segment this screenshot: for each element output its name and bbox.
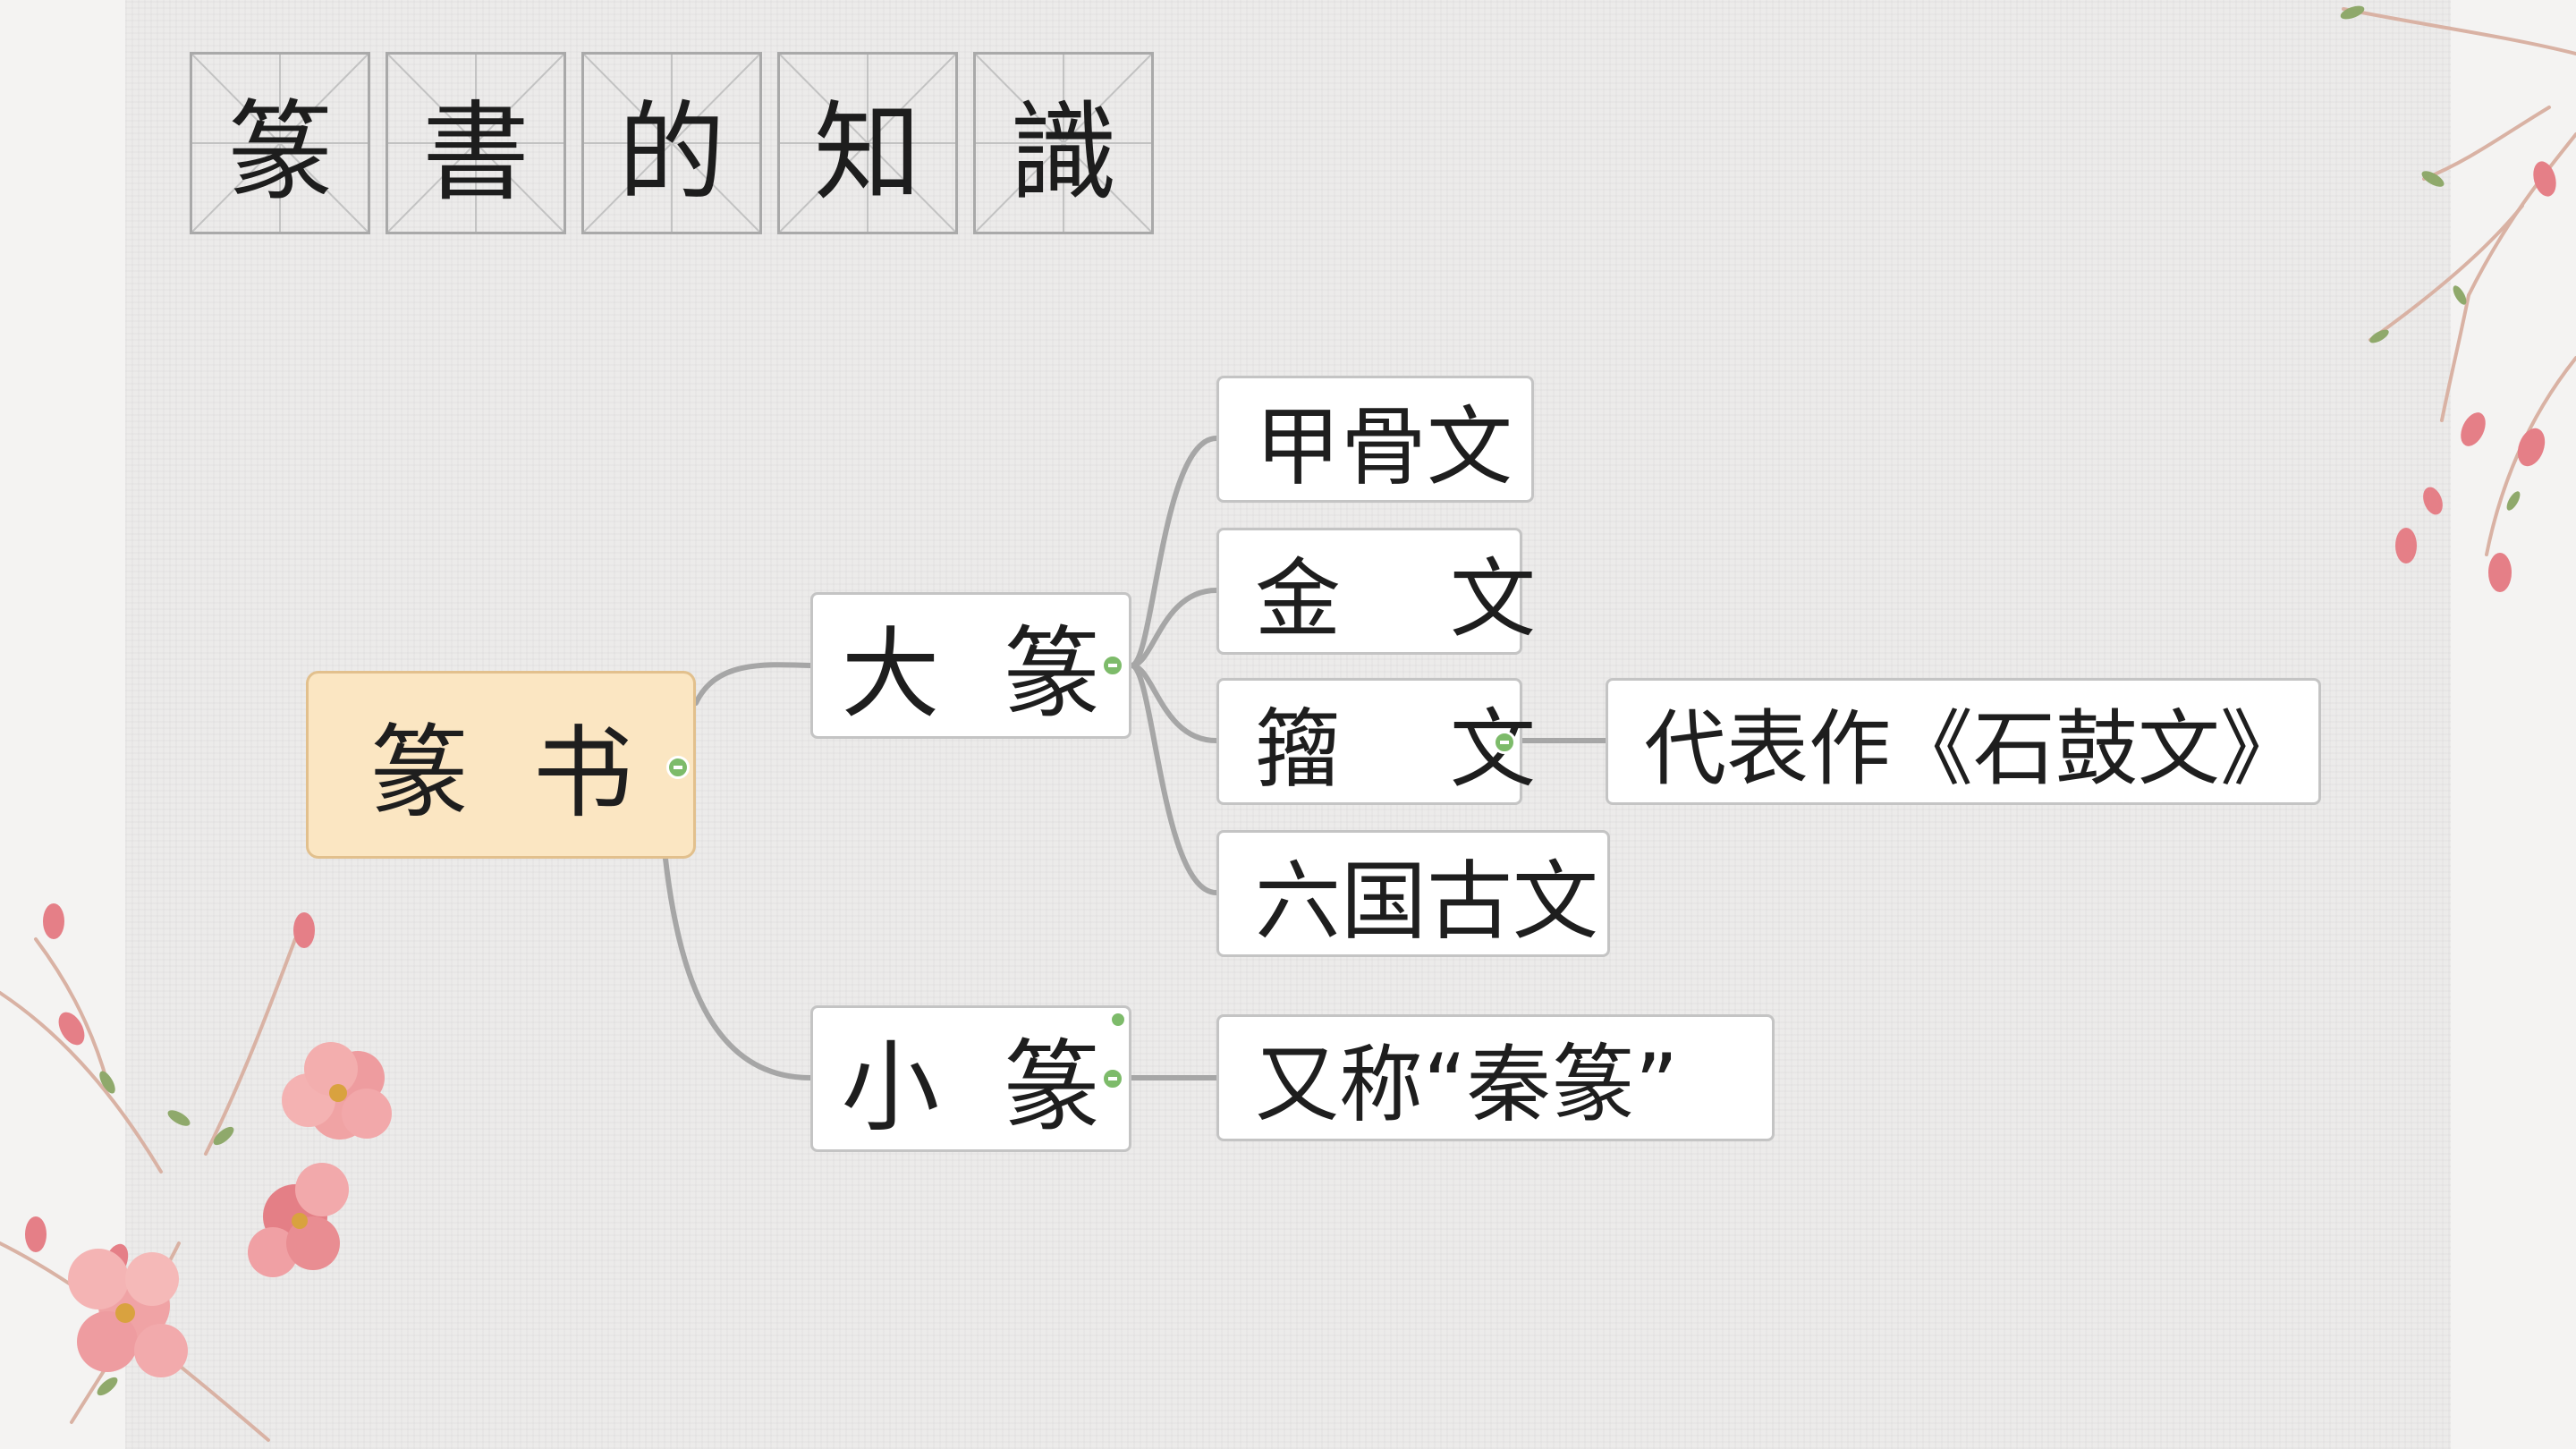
mindmap-root-node[interactable]: 篆 书 [306, 671, 696, 859]
leaf-node-label: 六国古文 [1255, 851, 1598, 952]
blossom-branch-bottom-left-decoration [0, 903, 392, 1442]
leaf-node-label: 又称“秦篆” [1255, 1037, 1679, 1134]
collapse-toggle-icon[interactable] [1493, 731, 1516, 754]
collapse-toggle-icon[interactable] [1101, 654, 1124, 677]
mindmap-branch-node-dazhuan[interactable]: 大 篆 [810, 592, 1131, 739]
mindmap-leaf-node-jiaguwen[interactable]: 甲骨文 [1216, 376, 1534, 503]
branch-node-label: 小 篆 [841, 1030, 1101, 1145]
mindmap-branch-node-xiaozhuan[interactable]: 小 篆 [810, 1005, 1131, 1152]
title-char: 識 [1010, 91, 1117, 216]
blossom-branch-top-right-decoration [2340, 5, 2576, 592]
branch-node-label: 大 篆 [841, 617, 1101, 732]
leaf-node-label: 甲骨文 [1255, 396, 1513, 497]
connector-dazhuan-to-zhouwen [1129, 663, 1219, 743]
title-char-box: 識 [973, 52, 1154, 234]
title-char-box: 篆 [190, 52, 370, 234]
mindmap-leaf-node-zhouwen[interactable]: 籀 文 [1216, 678, 1536, 805]
title-char: 的 [618, 91, 725, 216]
collapse-toggle-icon[interactable] [666, 756, 690, 779]
leaf-node-label: 籀 文 [1255, 699, 1537, 800]
blossom-flower-3 [68, 1249, 188, 1377]
title-char-box: 知 [777, 52, 958, 234]
title-char-box: 的 [581, 52, 762, 234]
status-indicator-icon [1112, 1013, 1124, 1026]
rice-grid-guide [780, 55, 955, 232]
blossom-flower-2 [248, 1163, 349, 1277]
mindmap-leaf-node-qinzhuan[interactable]: 又称“秦篆” [1216, 1014, 1775, 1141]
connector-dazhuan-to-liuguoguwen [1129, 663, 1219, 895]
mindmap-leaf-node-shiguwen[interactable]: 代表作《石鼓文》 [1606, 678, 2321, 805]
root-node-label: 篆 书 [369, 716, 633, 832]
rice-grid-guide [192, 55, 368, 232]
rice-grid-guide [388, 55, 564, 232]
mindmap-leaf-node-liuguoguwen[interactable]: 六国古文 [1216, 830, 1610, 957]
collapse-toggle-icon[interactable] [1101, 1067, 1124, 1090]
mindmap-leaf-node-jinwen[interactable]: 金 文 [1216, 528, 1536, 655]
leaf-node-label: 代表作《石鼓文》 [1644, 700, 2303, 797]
rice-grid-guide [584, 55, 759, 232]
connector-dazhuan-to-jiaguwen [1129, 436, 1219, 668]
title-char: 書 [422, 91, 530, 216]
connector-dazhuan-to-jinwen [1129, 588, 1219, 668]
leaf-node-label: 金 文 [1255, 548, 1537, 649]
title-char-box: 書 [386, 52, 566, 234]
title-char: 篆 [226, 91, 334, 216]
connector-root-to-dazhuan [693, 662, 813, 706]
connector-root-to-xiaozhuan [663, 856, 813, 1080]
blossom-flower-1 [282, 1042, 392, 1140]
rice-grid-guide [976, 55, 1151, 232]
title-char: 知 [814, 91, 921, 216]
